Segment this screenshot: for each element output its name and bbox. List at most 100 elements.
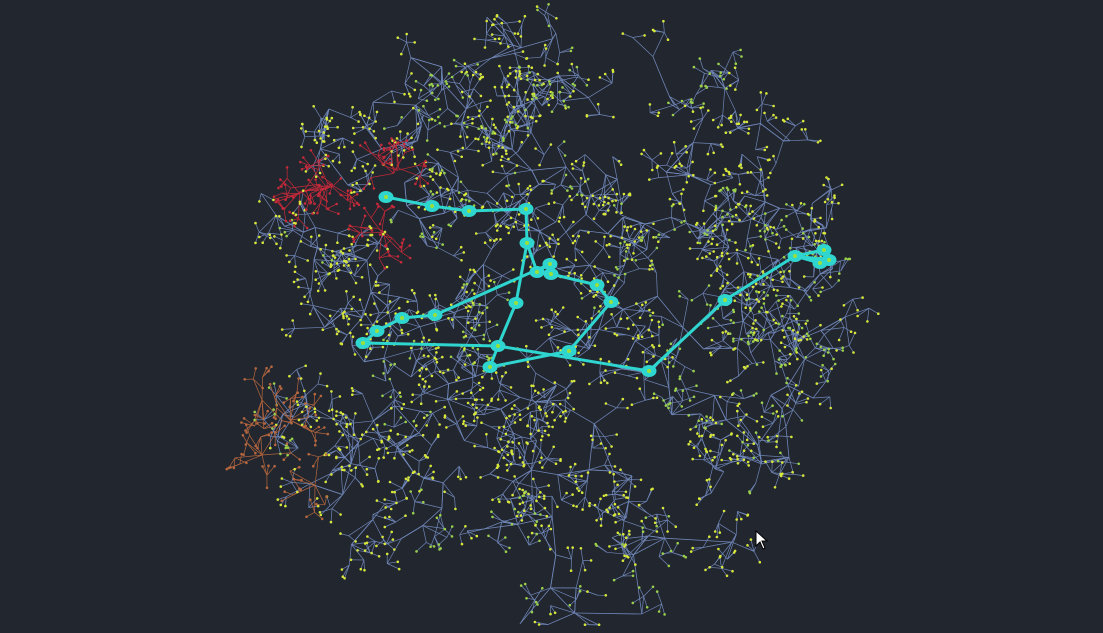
graph-edge [833,347,843,349]
leaf-node [623,240,626,244]
graph-edge [364,142,372,154]
graph-edge [429,163,438,170]
leaf-node [304,170,308,173]
graph-edge [641,603,662,615]
graph-edge [803,229,812,247]
graph-edge [435,90,442,100]
graph-edge [838,260,841,274]
graph-edge [702,110,709,119]
leaf-node [418,369,422,372]
graph-edge [345,256,356,262]
graph-edge [661,356,673,362]
graph-edge [384,521,397,528]
graph-edge [506,121,515,134]
leaf-node [714,204,718,208]
graph-edge [661,316,684,328]
leaf-node [402,149,406,152]
graph-edge [820,369,827,382]
leaf-node [519,584,523,587]
leaf-node [825,176,828,179]
graph-edge [509,104,525,115]
graph-edge [460,276,473,299]
leaf-node [349,558,353,562]
leaf-node [402,402,406,406]
graph-edge [710,70,719,88]
graph-edge [560,409,571,417]
graph-edge [539,154,545,166]
graph-edge [663,21,665,33]
leaf-node [838,272,841,275]
graph-edge [326,496,331,506]
graph-edge [387,363,395,375]
leaf-node [764,238,767,241]
leaf-node [604,212,607,216]
graph-edge [293,391,298,402]
leaf-node [490,33,494,36]
leaf-node [574,159,578,163]
graph-edge [550,605,575,614]
leaf-node [436,148,439,151]
graph-edge [491,239,497,250]
graph-edge [340,467,344,495]
leaf-node [575,505,578,508]
graph-edge [713,255,723,262]
graph-edge [320,148,349,186]
graph-edge [590,194,611,206]
graph-edge [507,460,514,471]
graph-edge [401,251,411,259]
leaf-node [474,137,477,140]
graph-edge [261,399,283,421]
graph-edge [735,110,740,124]
leaf-node [368,182,371,186]
leaf-node [537,391,540,395]
graph-edge [530,418,539,440]
leaf-node [518,75,521,78]
leaf-node [641,526,644,529]
graph-edge [643,149,653,161]
leaf-node [421,377,425,381]
graph-edge [313,259,323,284]
graph-edge [785,426,790,458]
leaf-node [579,176,583,180]
graph-edge [294,255,296,267]
leaf-node [443,490,446,494]
graph-edge [708,325,721,329]
graph-edge [462,198,474,201]
graph-edge [531,495,553,518]
graph-edge [531,398,540,407]
leaf-node [425,367,428,371]
graph-edge [486,434,488,448]
graph-edge [829,184,843,191]
graph-edge [263,413,275,421]
leaf-node [748,491,752,495]
graph-edge [531,470,533,500]
graph-edge [548,327,556,335]
graph-edge [494,87,498,96]
graph-edge [534,588,543,600]
leaf-node [735,455,739,458]
leaf-node [356,549,359,552]
graph-edge [449,152,459,178]
leaf-node [781,329,785,332]
graph-edge [473,334,484,338]
graph-edge [503,130,510,138]
graph-edge [344,564,350,579]
graph-edge [524,492,533,501]
graph-edge [418,457,428,462]
leaf-node [728,172,731,176]
graph-edge [438,537,448,545]
leaf-node [746,272,750,276]
leaf-node [396,560,400,564]
graph-edge [655,519,668,524]
leaf-node [562,215,566,219]
graph-edge [779,457,790,475]
leaf-node [698,434,701,438]
graph-edge [502,269,514,277]
leaf-node [505,120,508,124]
graph-edge [627,375,638,379]
graph-edge [275,215,285,227]
graph-edge [320,148,340,155]
graph-edge [438,108,448,118]
